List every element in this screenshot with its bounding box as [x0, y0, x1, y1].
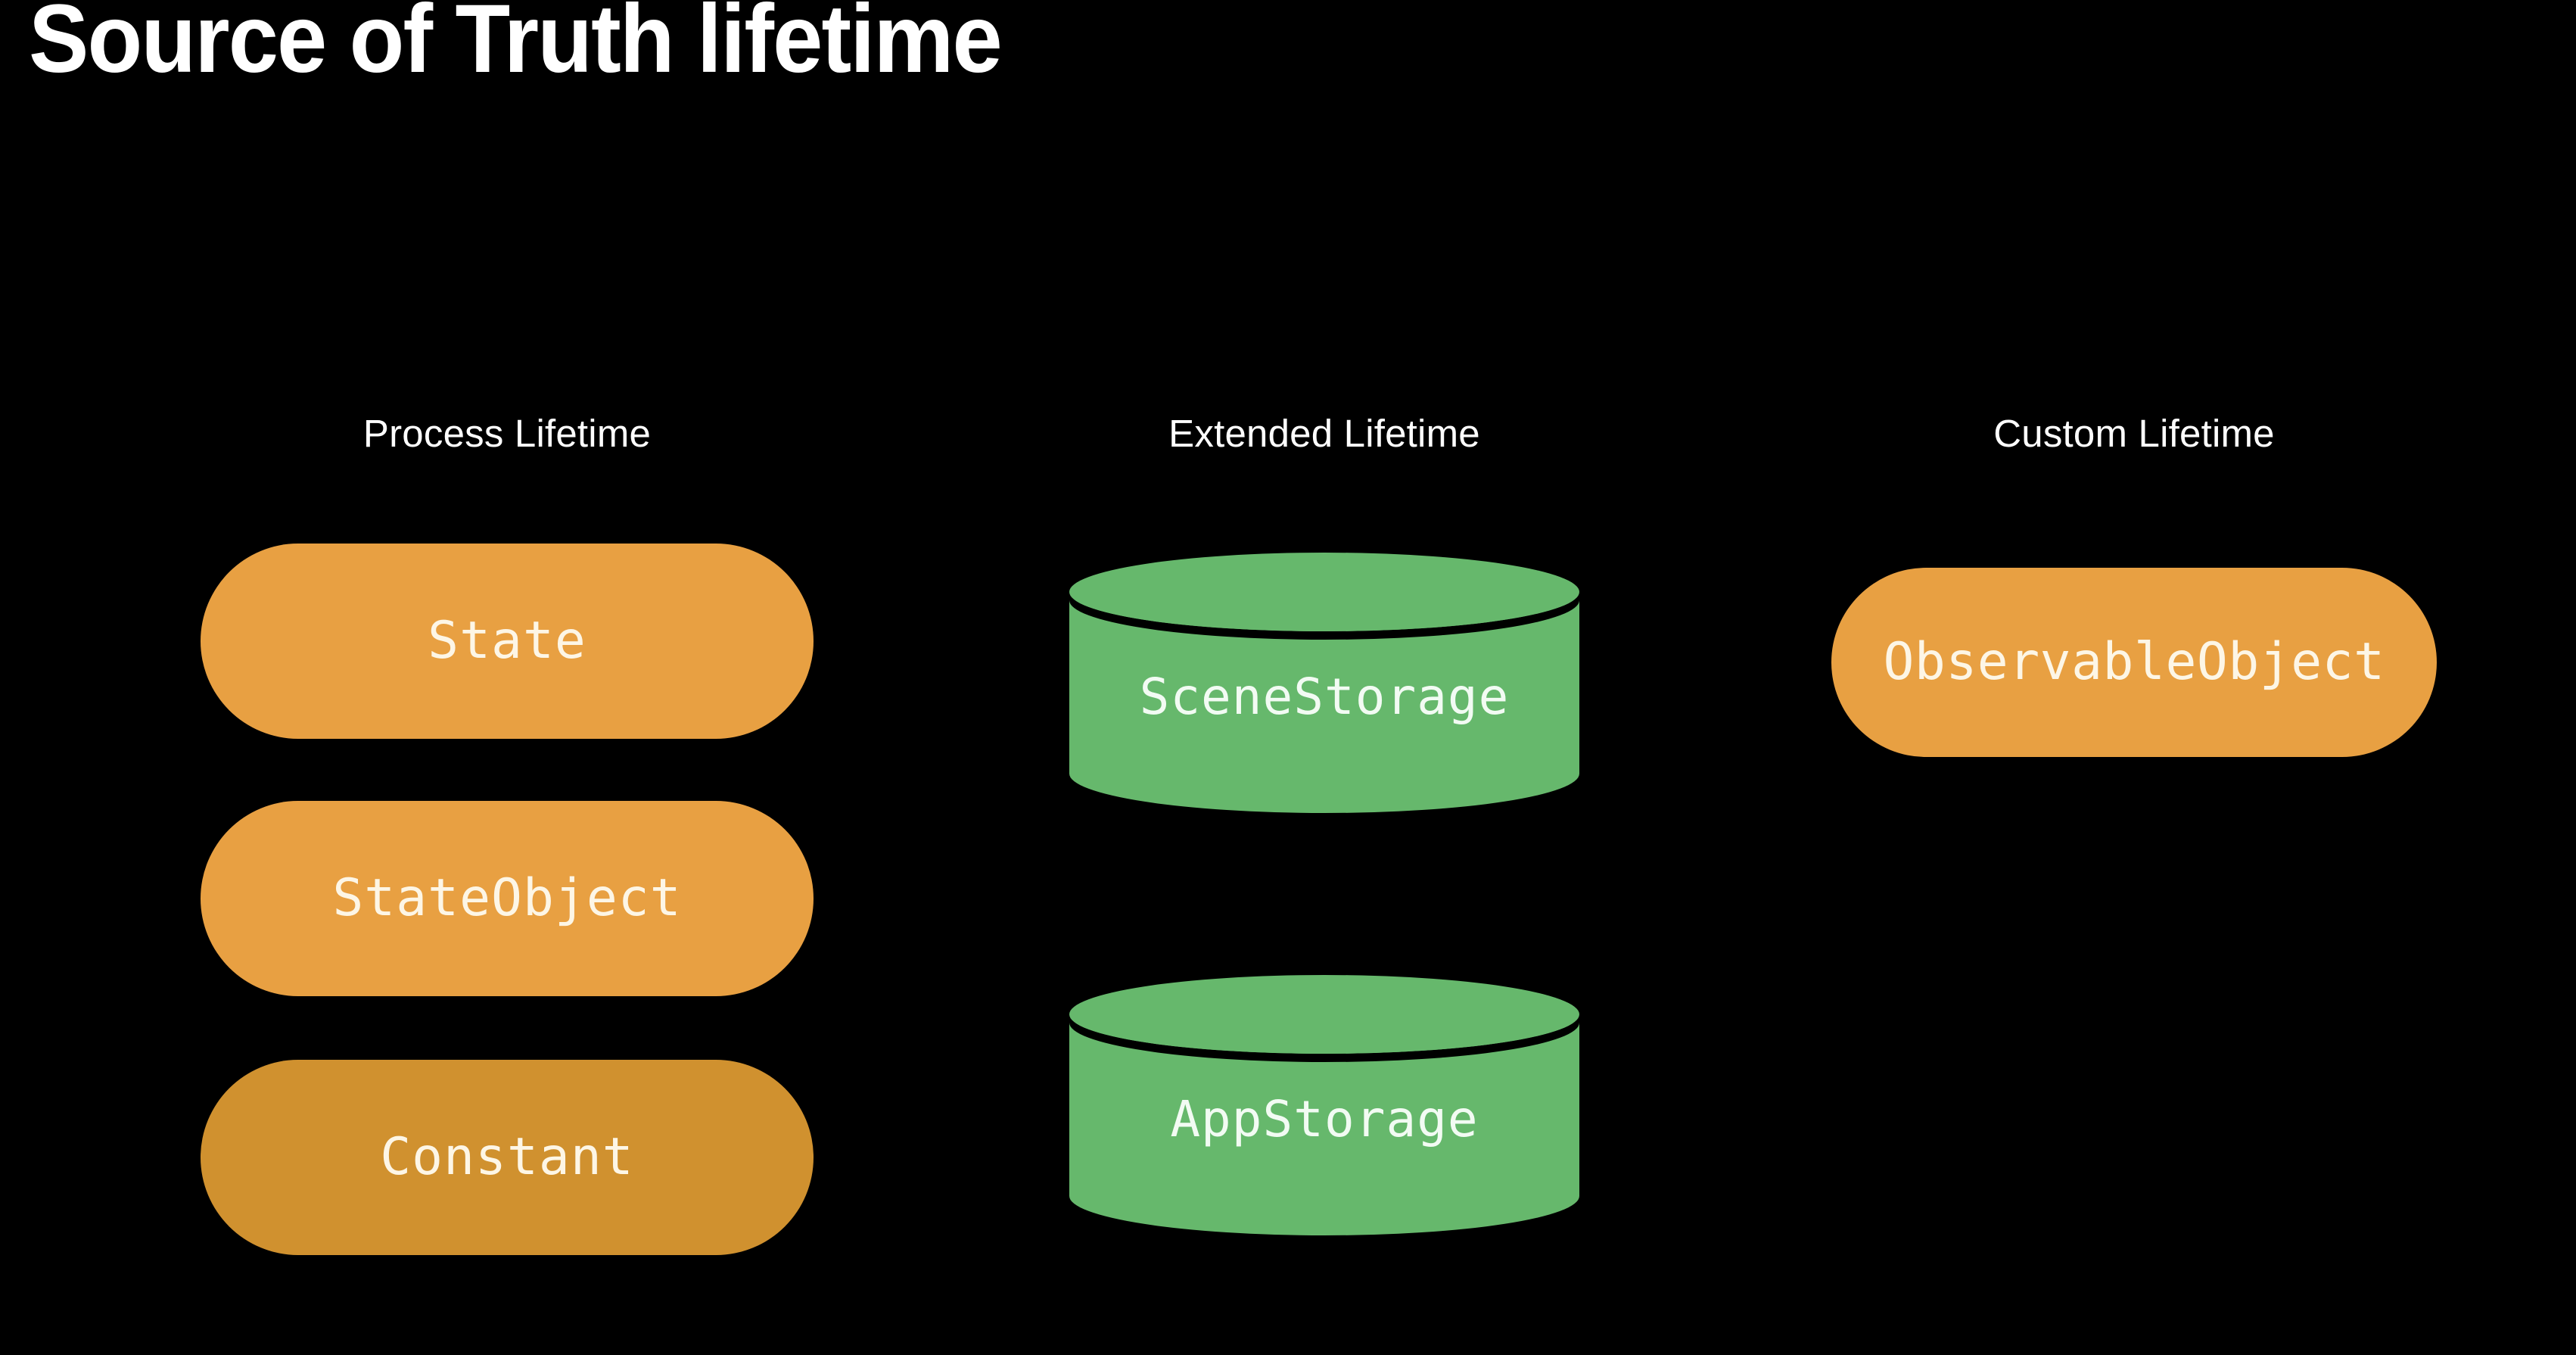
column-extended-lifetime: Extended Lifetime SceneStorage AppStorag…	[931, 0, 1718, 1355]
column-custom-lifetime: Custom Lifetime ObservableObject	[1741, 0, 2528, 1355]
node-app-storage-label: AppStorage	[1170, 1090, 1479, 1148]
database-cylinder-icon	[1069, 975, 1579, 1235]
database-cylinder-icon	[1069, 553, 1579, 813]
node-state-label: State	[428, 611, 586, 671]
node-constant[interactable]: Constant	[201, 1060, 814, 1255]
node-scene-storage[interactable]: SceneStorage	[1063, 553, 1585, 818]
column-process-lifetime: Process Lifetime State StateObject Const…	[114, 0, 901, 1355]
node-state-object[interactable]: StateObject	[201, 801, 814, 996]
column-header-process-lifetime: Process Lifetime	[362, 412, 652, 455]
node-state-object-label: StateObject	[332, 868, 682, 928]
node-constant-label: Constant	[380, 1127, 634, 1187]
column-header-extended-lifetime: Extended Lifetime	[1168, 412, 1480, 455]
column-header-custom-lifetime: Custom Lifetime	[1993, 412, 2275, 455]
node-app-storage[interactable]: AppStorage	[1063, 975, 1585, 1240]
node-observable-object-label: ObservableObject	[1883, 632, 2385, 692]
node-state[interactable]: State	[201, 544, 814, 739]
node-scene-storage-label: SceneStorage	[1139, 668, 1510, 726]
page-title: Source of Truth lifetime	[29, 0, 1003, 93]
node-observable-object[interactable]: ObservableObject	[1831, 568, 2437, 757]
